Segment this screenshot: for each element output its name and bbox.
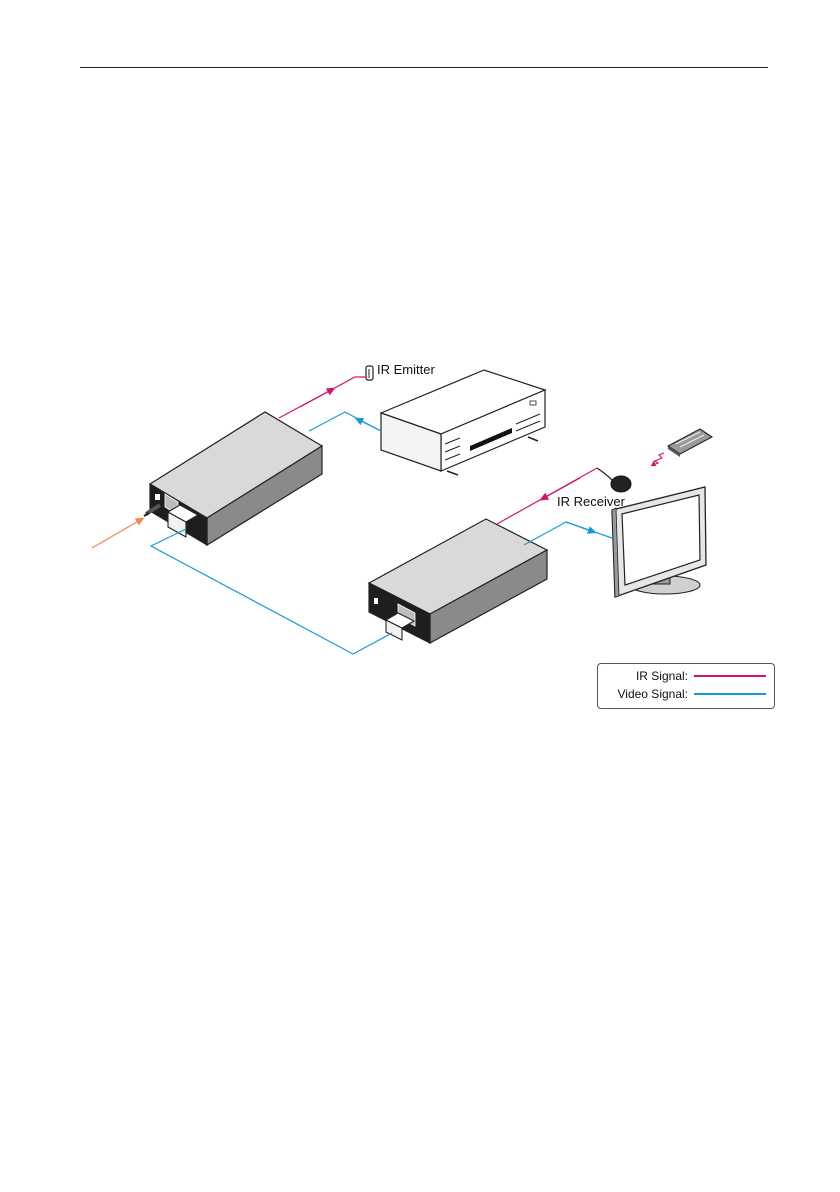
legend-ir-signal-swatch [694,675,766,677]
video-signal-line-display [524,522,612,545]
legend-row-ir-signal: IR Signal: [636,668,766,684]
video-signal-line-link [151,529,392,654]
transmitter-ir-port [155,494,160,500]
input-arrow [92,519,142,548]
ir-receiver-device [597,468,631,492]
ir-emitter-label: IR Emitter [377,362,435,377]
display-monitor [612,487,706,597]
dvd-player [381,370,545,475]
ir-signal-arrow-transmitter [300,389,333,407]
ir-receiver-label: IR Receiver [557,494,625,509]
receiver-ir-port [374,598,378,604]
video-signal-arrow-source [357,419,381,431]
legend-row-video-signal: Video Signal: [618,686,767,702]
video-signal-line-source [309,412,381,431]
legend-ir-signal-label: IR Signal: [636,669,688,683]
legend-video-signal-swatch [694,693,766,695]
legend-video-signal-label: Video Signal: [618,687,689,701]
transmitter-unit [144,412,322,545]
ir-signal-line-transmitter [279,377,366,418]
remote-control [651,429,712,466]
video-signal-arrow-display [566,522,594,532]
signal-legend: IR Signal: Video Signal: [597,663,775,709]
receiver-unit [369,519,547,643]
ir-emitter-device [366,366,373,380]
